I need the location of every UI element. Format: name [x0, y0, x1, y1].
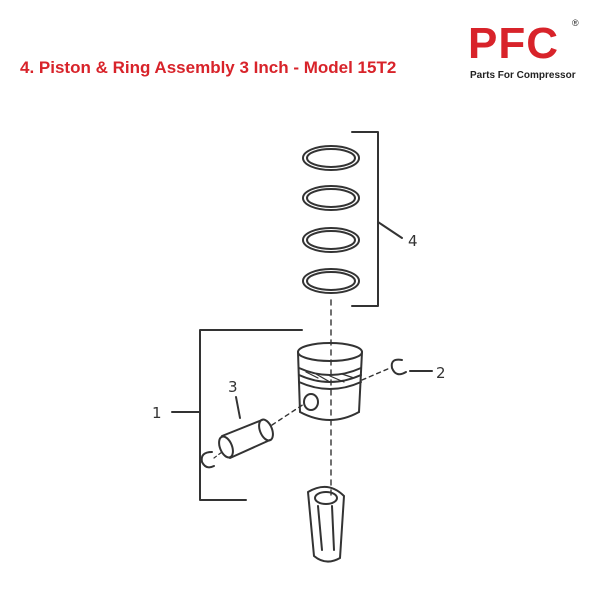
pin-leader-line: [235, 396, 241, 419]
circlip-dashed-line: [361, 367, 391, 381]
rings-bracket: [351, 131, 379, 307]
pfc-logo[interactable]: PFC ® Parts For Compressor: [468, 18, 586, 81]
rings-leader-line: [377, 221, 403, 239]
piston-ring: [302, 227, 360, 253]
pin-circlip: [200, 451, 215, 469]
registered-mark: ®: [572, 18, 579, 28]
piston-assembly-bracket: [199, 329, 303, 501]
piston-ring: [302, 268, 360, 294]
piston-ring: [302, 185, 360, 211]
piston: [297, 342, 363, 421]
callout-piston-pin: 3: [228, 378, 238, 396]
connecting-rod: [307, 485, 345, 563]
logo-letters: PFC: [468, 19, 559, 68]
callout-piston-assembly: 1: [152, 404, 162, 422]
piston-ring: [302, 145, 360, 171]
piston-pin: [218, 418, 274, 459]
circlip: [390, 358, 407, 376]
callout-circlip: 2: [436, 364, 446, 382]
pin-dashed-line: [271, 403, 305, 426]
piston-rings: [302, 145, 360, 294]
page-title: 4. Piston & Ring Assembly 3 Inch - Model…: [20, 58, 397, 77]
logo-tagline: Parts For Compressor: [470, 70, 576, 81]
callout-piston-rings: 4: [408, 232, 418, 250]
pin-circlip-dashed-line: [213, 451, 223, 459]
